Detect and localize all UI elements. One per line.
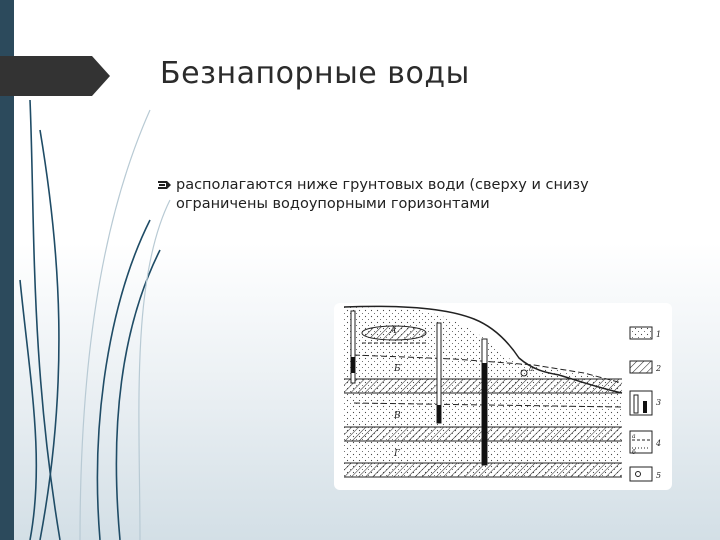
aquifer-diagram-svg: а A Б B Г 1 2 3 а б 4 5 xyxy=(343,303,672,482)
left-accent-bar xyxy=(0,0,14,540)
legend-number-4: 4 xyxy=(655,439,661,448)
wells xyxy=(350,310,488,466)
spring-label: а xyxy=(529,365,533,373)
aquifer-diagram: а A Б B Г 1 2 3 а б 4 5 xyxy=(334,303,672,490)
layer-label-v: B xyxy=(393,411,401,421)
bullet-text: располагаются ниже грунтовых води (сверх… xyxy=(176,177,589,212)
legend-number-3: 3 xyxy=(656,398,661,407)
decorative-curves xyxy=(19,99,171,540)
legend-number-5: 5 xyxy=(656,471,661,480)
layer-label-a: A xyxy=(389,326,397,336)
legend: 1 2 3 а б 4 5 xyxy=(629,326,661,482)
legend-number-1: 1 xyxy=(656,330,661,339)
layer-label-g: Г xyxy=(393,449,401,459)
water-table xyxy=(353,354,623,384)
legend-letter-a: а xyxy=(632,433,636,440)
layer-label-b: Б xyxy=(393,364,401,374)
bullet-item: располагаются ниже грунтовых води (сверх… xyxy=(158,176,678,214)
slide-title: Безнапорные воды xyxy=(160,56,470,91)
legend-letter-b: б xyxy=(632,449,636,456)
title-tab-shape xyxy=(0,56,110,96)
pencil-bullet-icon xyxy=(158,181,171,189)
spring-symbol xyxy=(520,369,528,377)
legend-number-2: 2 xyxy=(655,364,661,373)
aquitard-layer-3 xyxy=(344,463,622,477)
perched-lens xyxy=(361,325,427,341)
